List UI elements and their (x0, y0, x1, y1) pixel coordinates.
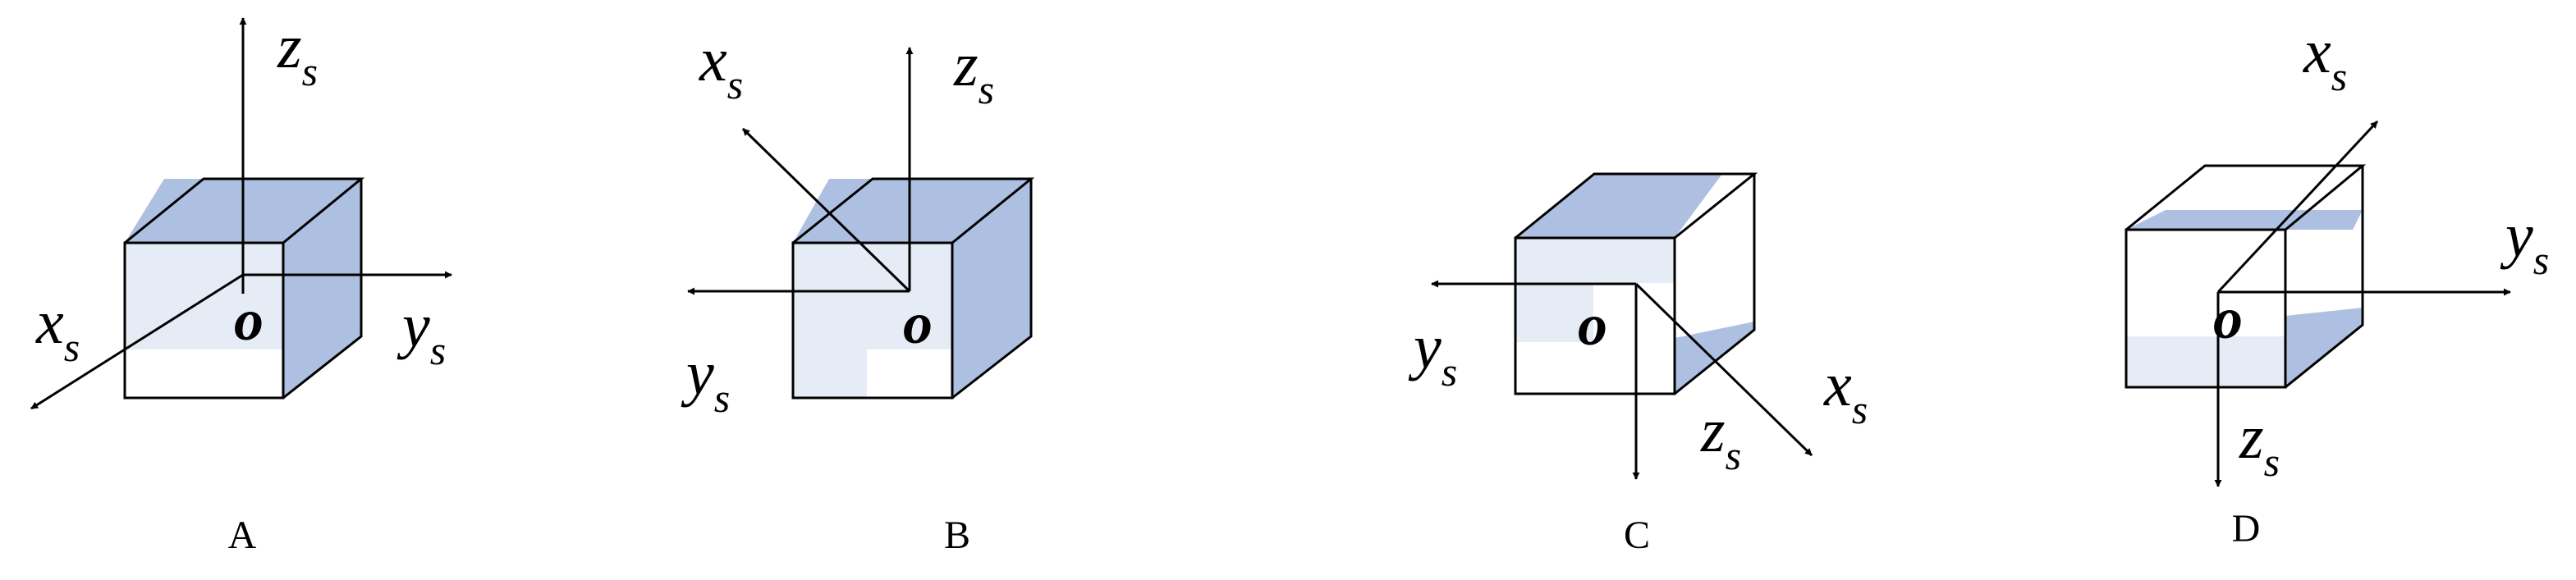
panel-d: xs ys zs o D (2125, 17, 2549, 550)
label-a-y: ys (396, 291, 446, 373)
origin-b: o (903, 290, 933, 356)
label-a-x: xs (35, 288, 80, 370)
panel-c: ys xs zs o C (1408, 172, 1868, 557)
caption-a: A (228, 514, 257, 557)
label-c-y: ys (1408, 313, 1457, 395)
cube-b-front-shade-top (793, 243, 952, 349)
axis-a-x (30, 273, 244, 410)
origin-c: o (1578, 292, 1607, 358)
cube-c-top-shade (1515, 174, 1722, 238)
cube-a (123, 177, 365, 400)
cube-b-right-edge (951, 179, 1033, 400)
axis-b-x (741, 127, 911, 293)
cube-b-front-shade-left (793, 349, 867, 398)
label-c-z: zs (1700, 396, 1741, 478)
cube-a-top-edge (124, 177, 365, 244)
cube-a-right-edge (282, 179, 363, 400)
cube-b (791, 177, 1035, 400)
origin-a: o (234, 287, 264, 353)
label-b-x: xs (699, 25, 743, 107)
panel-b: zs xs ys o B (681, 25, 1035, 557)
label-d-z: zs (2239, 403, 2280, 485)
cube-c-right-edge (1674, 174, 1756, 395)
label-a-z: zs (277, 12, 318, 94)
cube-d-top-shade (2126, 210, 2363, 230)
label-d-y: ys (2500, 201, 2549, 283)
cube-d-right-edge (2285, 166, 2364, 389)
cube-b-right-face (952, 179, 1031, 398)
cube-d-right-shade (2285, 308, 2363, 387)
label-b-y: ys (681, 339, 730, 421)
caption-b: B (944, 514, 970, 557)
cube-a-right-face (283, 179, 361, 398)
origin-d: o (2213, 285, 2243, 351)
cube-c-front-shade-top (1515, 238, 1675, 283)
cube-c-top-edge (1515, 172, 1758, 240)
cube-b-top-edge (792, 177, 1035, 244)
axis-d-x (2216, 120, 2379, 294)
cube-c-front-shade-mid (1515, 283, 1593, 342)
cube-d-top-edge (2125, 164, 2367, 231)
cube-d (2125, 164, 2367, 389)
label-b-z: zs (953, 30, 994, 112)
cube-d-front-shade (2126, 336, 2285, 387)
cube-a-front-face-lower (125, 349, 283, 398)
caption-d: D (2232, 507, 2261, 550)
axis-c-x (1634, 282, 1813, 457)
panel-a: zs ys xs o A (30, 12, 452, 557)
caption-c: C (1624, 514, 1650, 557)
label-c-x: xs (1823, 350, 1868, 432)
label-d-x: xs (2303, 17, 2347, 99)
